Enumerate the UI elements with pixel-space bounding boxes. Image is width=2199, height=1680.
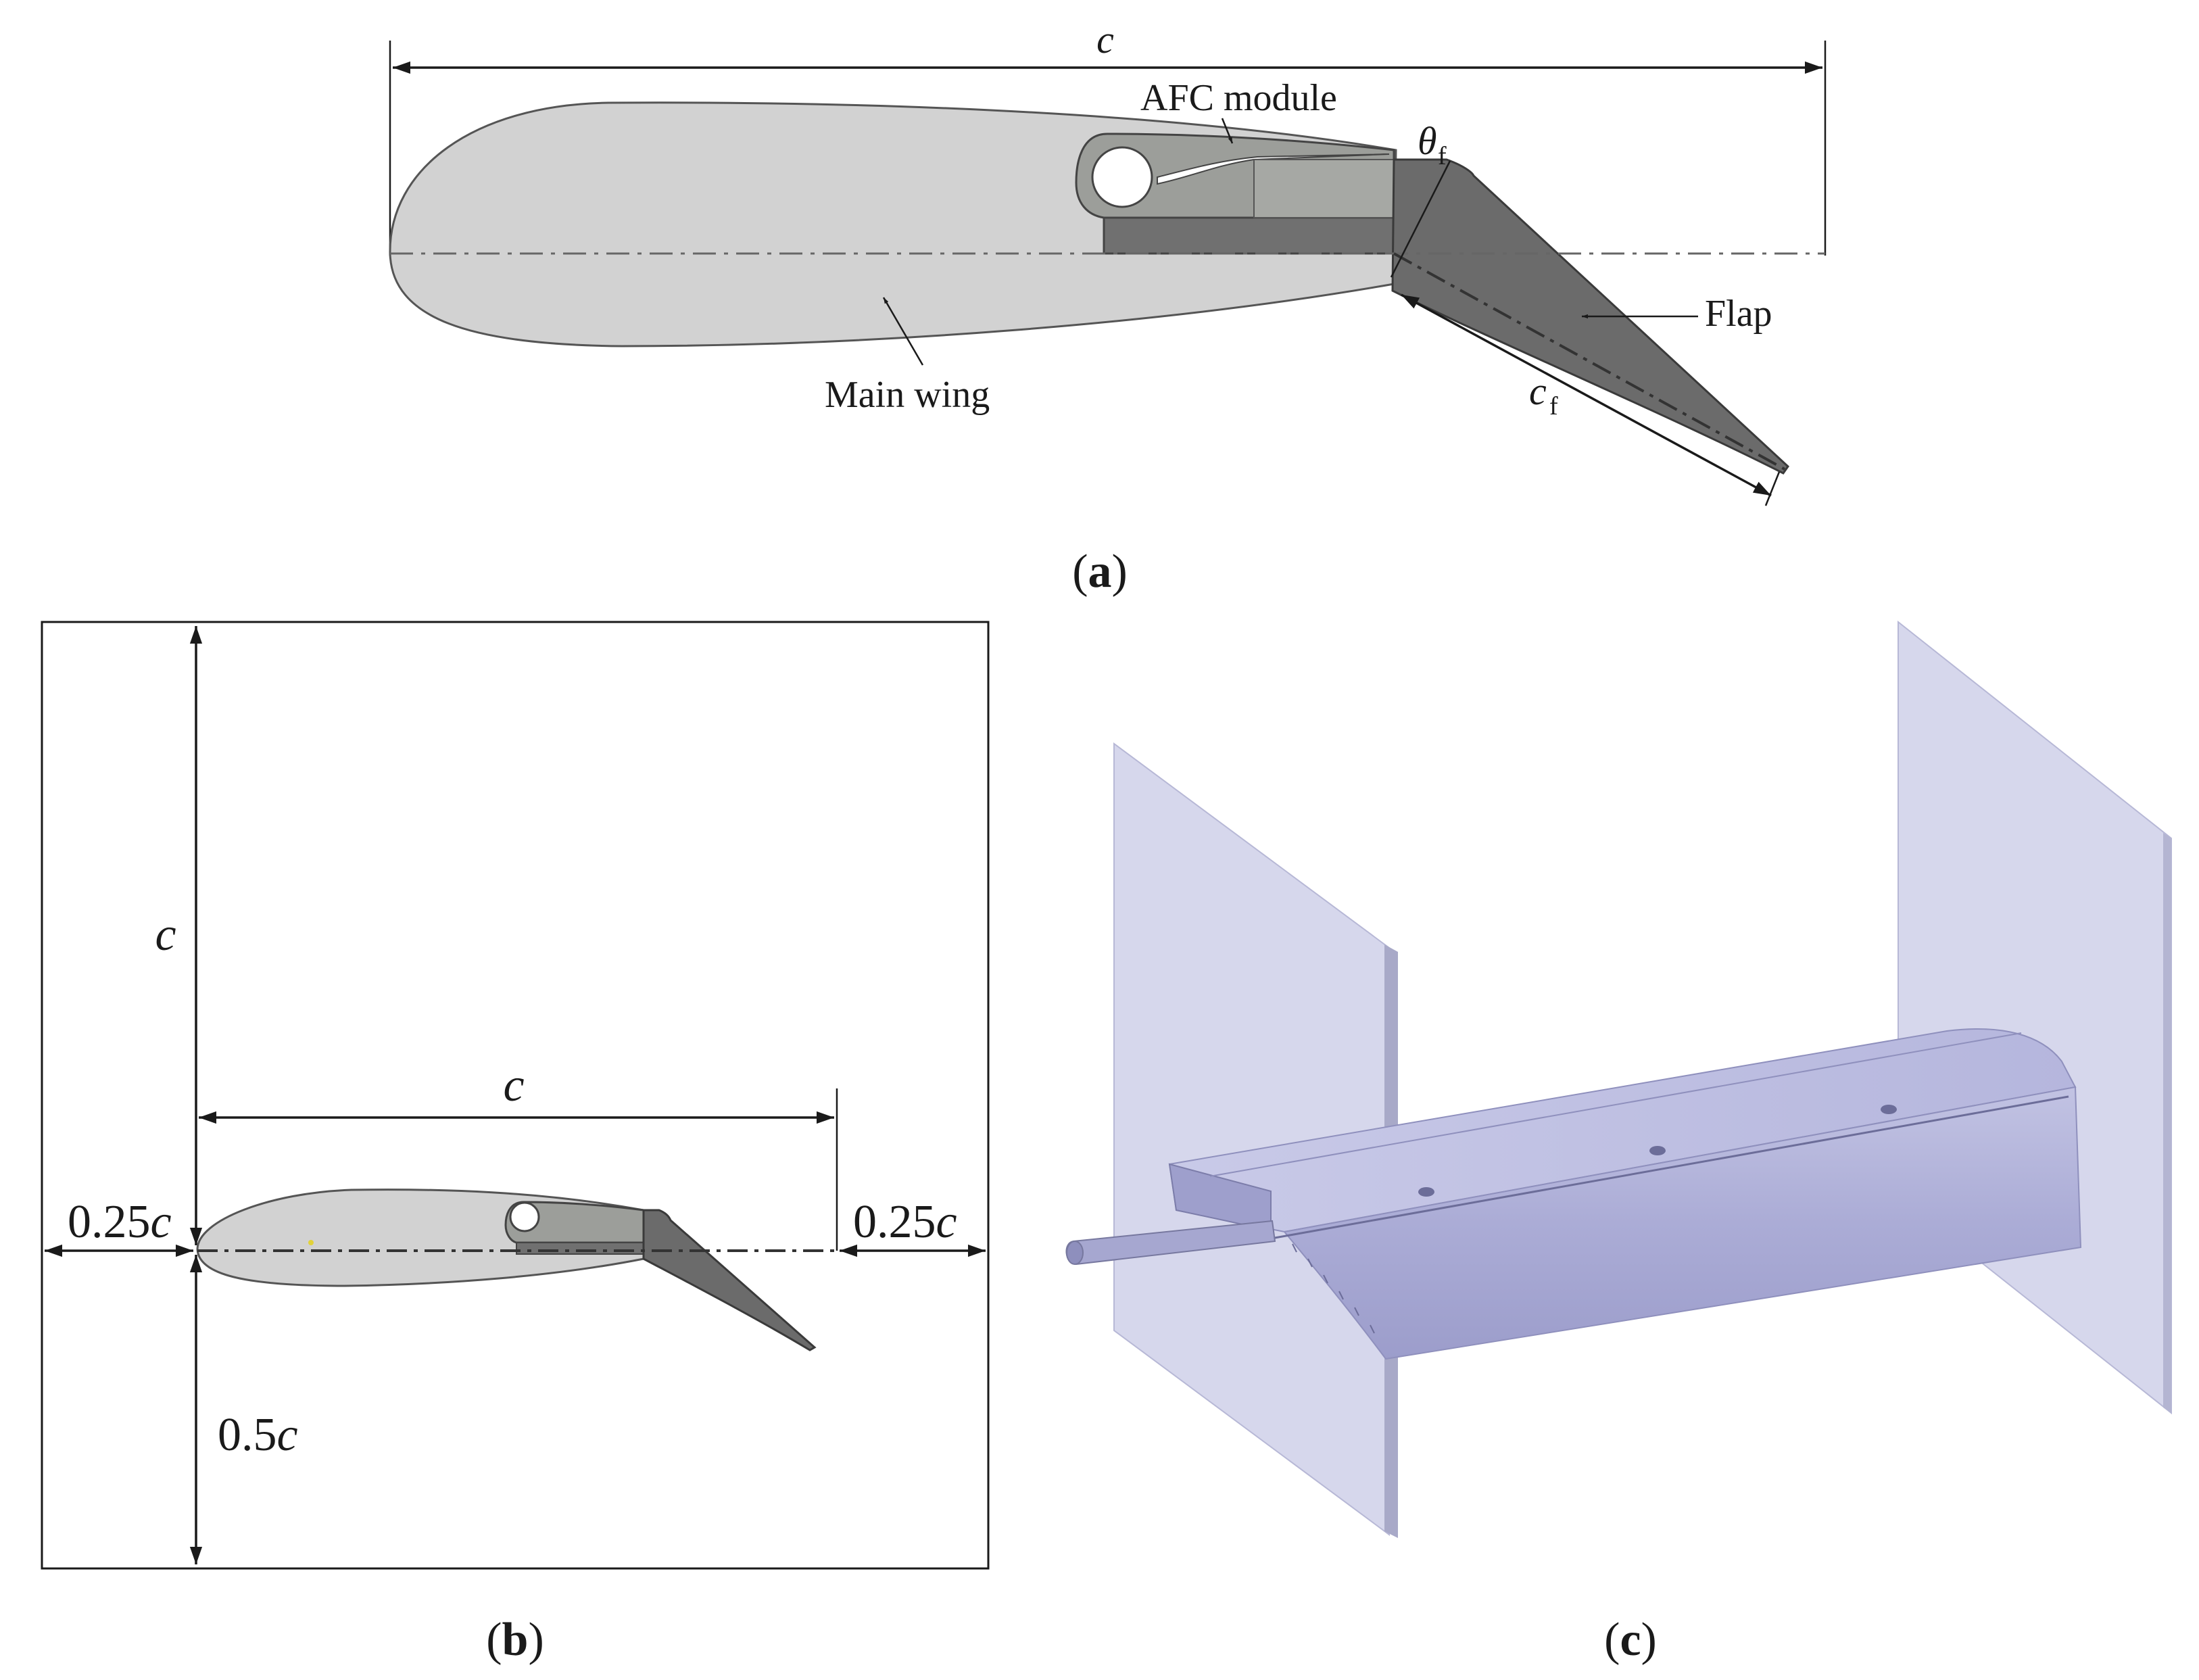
- panel-a: c c f θ f AFC module Flap Main wing: [389, 18, 1827, 598]
- cf-dimension-line: [1401, 293, 1772, 497]
- right-label: 0.25c: [853, 1196, 957, 1248]
- model-hole-3: [1881, 1105, 1897, 1114]
- afc-cavity: [1091, 146, 1153, 208]
- model-hinge-line: [1270, 1095, 2069, 1240]
- small-afc-cavity: [509, 1201, 540, 1232]
- panel-c: (c): [1065, 620, 2172, 1666]
- afc-upper-block: [1253, 159, 1395, 218]
- domain-box: [41, 621, 990, 1570]
- theta-label-sub: f: [1438, 142, 1447, 170]
- main-wing-label: Main wing: [825, 374, 990, 416]
- cf-label-sub: f: [1549, 392, 1558, 421]
- small-flap: [642, 1209, 817, 1351]
- cf-label: c: [1529, 369, 1547, 413]
- left-endplate: [1113, 742, 1390, 1536]
- shaft-end: [1066, 1241, 1084, 1265]
- caption-c: (c): [1604, 1614, 1657, 1666]
- small-afc-lower-block: [516, 1242, 644, 1255]
- afc-module-label: AFC module: [1140, 77, 1337, 119]
- caption-b: (b): [486, 1614, 544, 1666]
- main-wing-leader: [882, 297, 924, 366]
- caption-a: (a): [1072, 546, 1128, 598]
- chord-label: c: [1096, 18, 1114, 62]
- reference-point: [308, 1240, 314, 1245]
- right-endplate: [1898, 620, 2172, 1415]
- model-hole-1: [1418, 1187, 1434, 1197]
- theta-guide-line: [1390, 160, 1451, 278]
- theta-label: θ: [1418, 119, 1437, 163]
- flap-tick-marks: [1292, 1243, 1375, 1334]
- height-label: c: [155, 909, 176, 961]
- right-endplate-edge: [2163, 833, 2171, 1413]
- left-label: 0.25c: [68, 1196, 172, 1248]
- model-side-surface: [1283, 1086, 2082, 1360]
- cf-extension: [1764, 471, 1781, 506]
- model-surface-line: [1209, 1032, 2022, 1177]
- model-hole-2: [1649, 1146, 1666, 1155]
- flap-label: Flap: [1705, 293, 1772, 335]
- model-top-surface: [1168, 1028, 2077, 1233]
- panel-b: c 0.5c c 0.25c 0.25c (b): [41, 621, 990, 1666]
- bottom-label: 0.5c: [218, 1409, 298, 1461]
- chord-label-b: c: [503, 1059, 524, 1111]
- afc-lower-block: [1103, 216, 1395, 255]
- afc-leader: [1221, 118, 1234, 144]
- afc-slot: [1157, 153, 1390, 185]
